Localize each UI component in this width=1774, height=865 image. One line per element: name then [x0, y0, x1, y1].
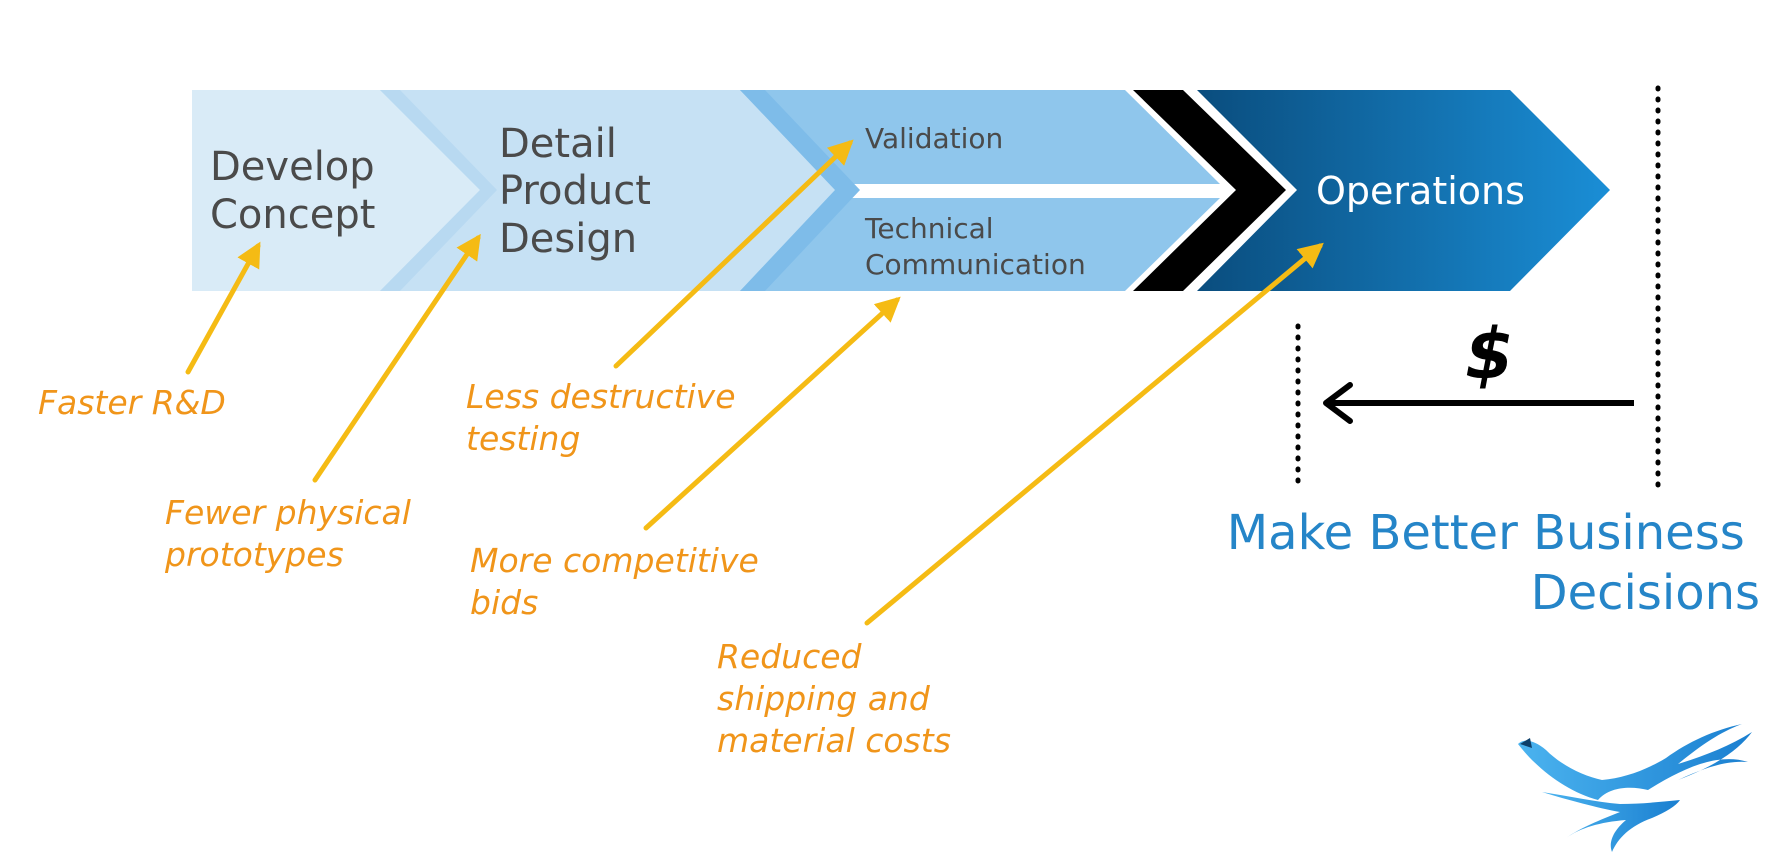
- stage-develop-concept-line: Concept: [210, 192, 375, 238]
- benefit-fewer-prototypes-line: Fewer physical: [165, 493, 411, 532]
- benefit-fewer-prototypes-line: prototypes: [164, 535, 344, 574]
- benefit-reduced-costs-line: material costs: [717, 721, 951, 760]
- stage-operations-arrow: [1197, 90, 1610, 291]
- benefit-competitive-bids: More competitive bids: [470, 541, 769, 622]
- arrow-competitive-bids: [643, 296, 901, 531]
- stage-validation-band: [740, 90, 1220, 184]
- stage-validation-label: Validation: [865, 122, 1003, 155]
- stage-detail-design-label: Detail Product Design: [499, 121, 664, 262]
- stage-technical-communication-line: Communication: [865, 248, 1086, 281]
- benefit-faster-rd-line: Faster R&D: [38, 383, 226, 422]
- cost-shift-arrowhead-icon: [1323, 382, 1353, 424]
- eagle-logo-icon: [1518, 724, 1752, 852]
- benefit-less-testing-line: Less destructive: [466, 377, 736, 416]
- stage-develop-concept-line: Develop: [210, 144, 375, 190]
- arrow-reduced-costs: [864, 242, 1324, 626]
- benefit-competitive-bids-line: bids: [470, 583, 538, 622]
- arrow-less-testing: [613, 139, 854, 369]
- benefit-fewer-prototypes: Fewer physical prototypes: [164, 493, 421, 574]
- stage-detail-design-line: Design: [499, 216, 637, 262]
- stage-detail-design-line: Detail: [499, 121, 617, 167]
- benefit-faster-rd: Faster R&D: [38, 383, 226, 422]
- benefit-arrows: [185, 139, 1324, 626]
- stage-develop-concept-label: Develop Concept: [210, 144, 387, 238]
- arrow-fewer-prototypes: [312, 233, 481, 483]
- benefit-reduced-costs-line: shipping and: [717, 679, 931, 718]
- benefit-reduced-costs: Reduced shipping and material costs: [717, 637, 951, 760]
- stage-detail-edge: [740, 90, 860, 291]
- stage-detail-design-band: [380, 90, 842, 291]
- transition-chevron: [1133, 90, 1286, 291]
- dollar-sign: $: [1465, 313, 1514, 395]
- headline-line: Decisions: [1531, 565, 1760, 621]
- stage-operations-label: Operations: [1316, 169, 1525, 213]
- benefit-less-testing-line: testing: [466, 419, 580, 458]
- stage-develop-edge: [380, 90, 497, 291]
- stage-technical-communication-line: Technical: [864, 212, 994, 245]
- stage-detail-design-line: Product: [499, 168, 651, 214]
- headline-line: Make Better Business: [1227, 505, 1745, 561]
- stage-develop-concept-band: [192, 90, 500, 291]
- stage-technical-communication-label: Technical Communication: [864, 212, 1086, 281]
- headline: Make Better Business Decisions: [1227, 505, 1760, 621]
- benefit-competitive-bids-line: More competitive: [470, 541, 759, 580]
- benefit-less-testing: Less destructive testing: [466, 377, 746, 458]
- arrow-faster-rd: [185, 241, 261, 375]
- benefit-reduced-costs-line: Reduced: [717, 637, 863, 676]
- stage-technical-communication-band: [740, 198, 1220, 291]
